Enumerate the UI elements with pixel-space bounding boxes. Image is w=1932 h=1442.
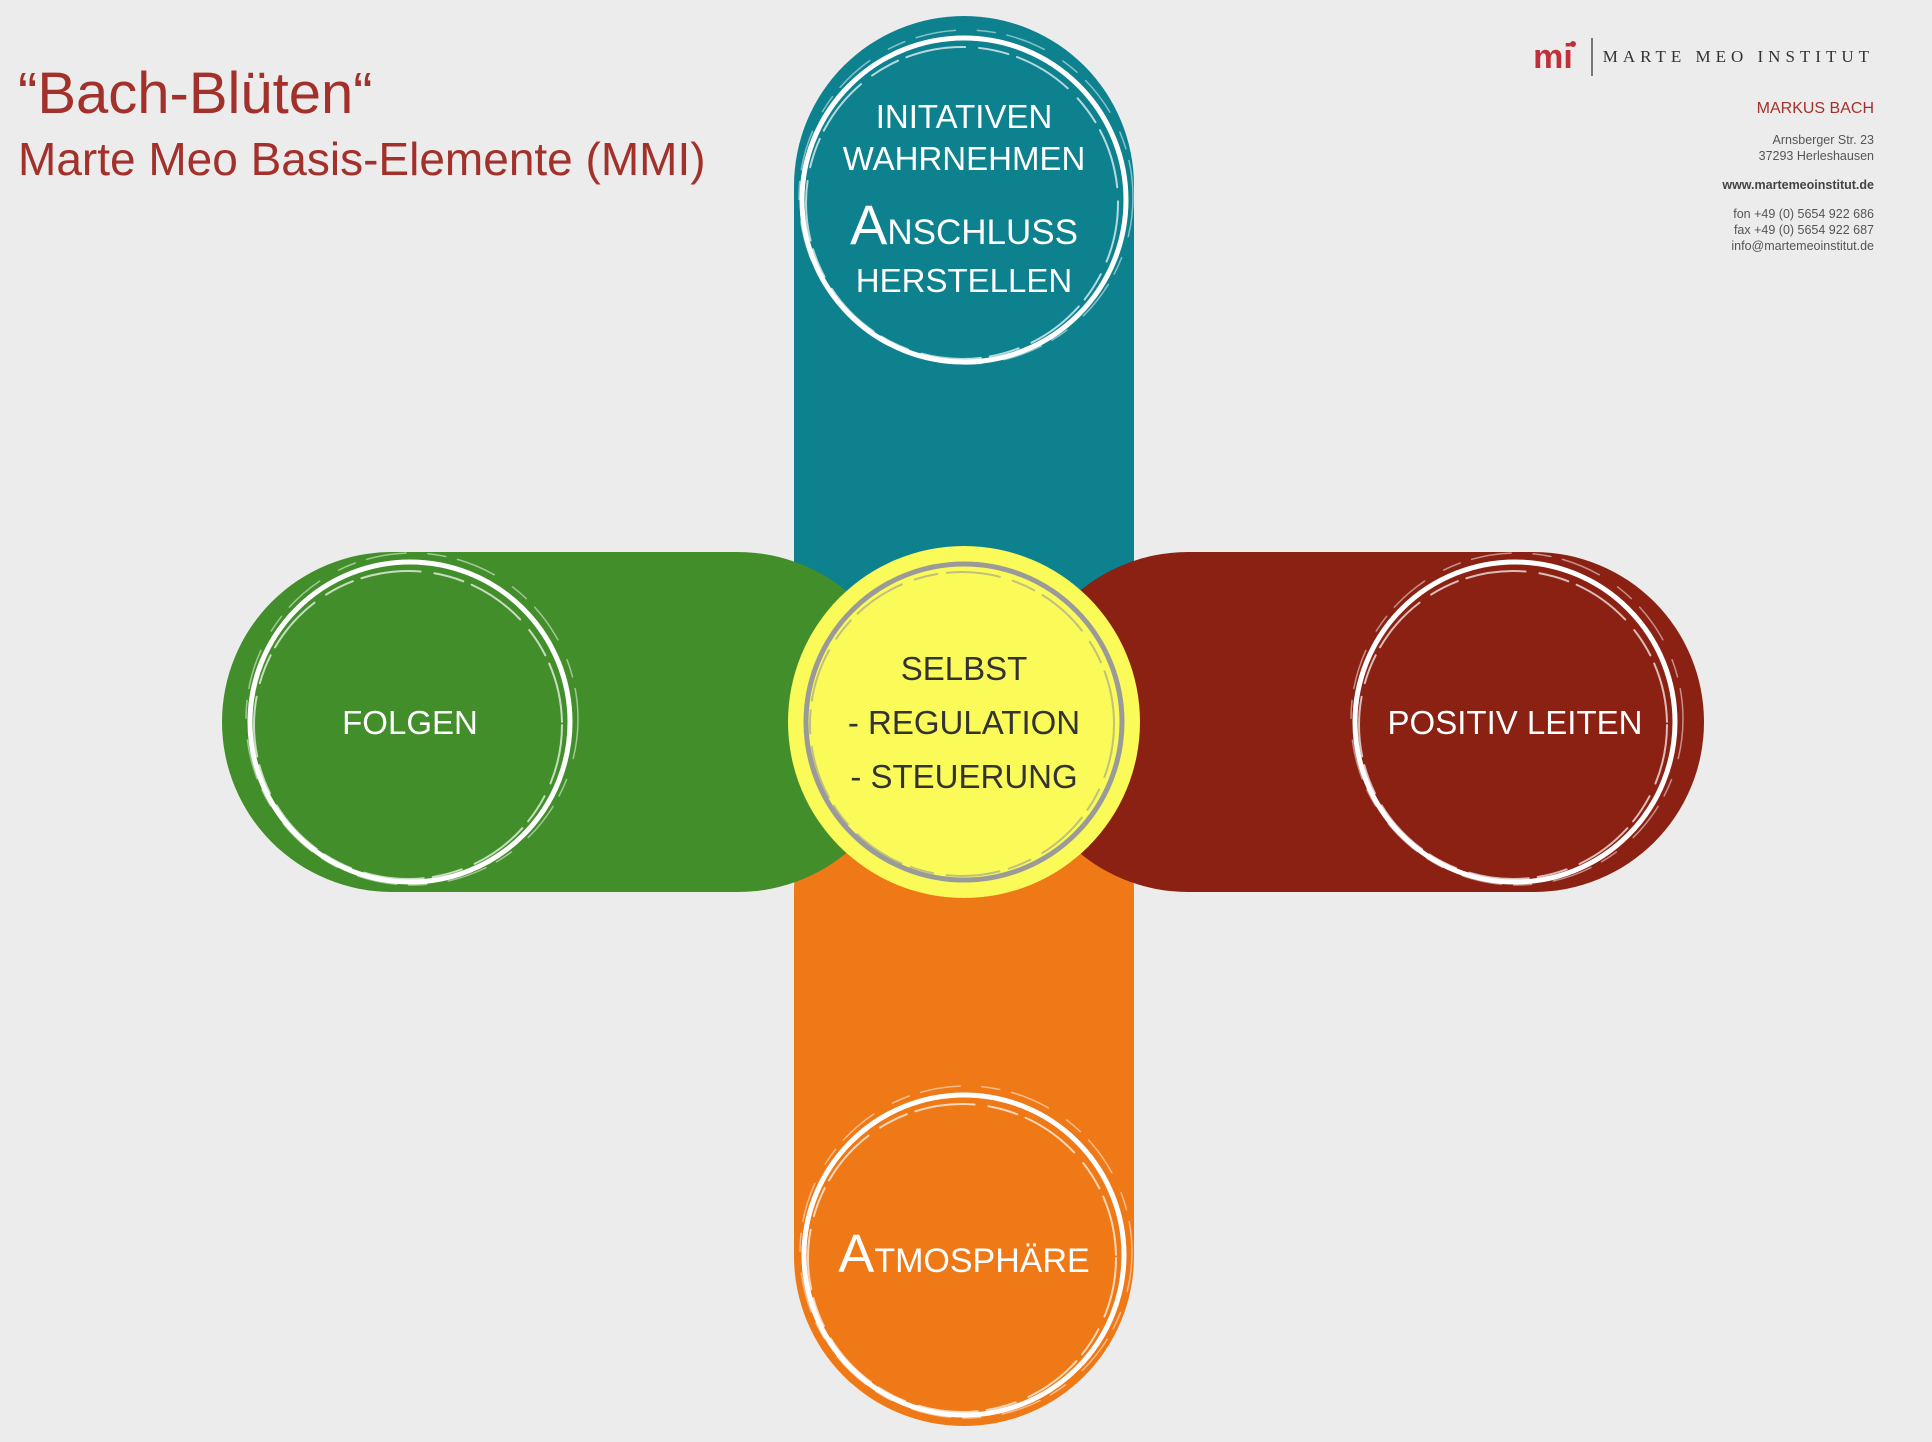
- person-name: MARKUS BACH: [1756, 100, 1874, 117]
- center-line3: - STEUERUNG: [850, 758, 1077, 795]
- top-line3: ANSCHLUSS: [850, 193, 1078, 256]
- center-ring: [803, 561, 1125, 883]
- center-line2: - REGULATION: [848, 704, 1080, 741]
- logo-text: MARTE MEO INSTITUT: [1602, 47, 1874, 66]
- address: Arnsberger Str. 23 37293 Herleshausen: [1454, 132, 1874, 164]
- bottom-rest: TMOSPHÄRE: [874, 1242, 1089, 1280]
- mi-logo-icon: mi: [1533, 38, 1576, 76]
- fax-number: fax +49 (0) 5654 922 687: [1733, 223, 1874, 237]
- email-link[interactable]: info@martemeoinstitut.de: [1731, 239, 1874, 253]
- bottom-label: ATMOSPHÄRE: [838, 1224, 1089, 1284]
- right-label: POSITIV LEITEN: [1388, 704, 1643, 741]
- top-line4: HERSTELLEN: [856, 262, 1072, 299]
- website-link[interactable]: www.martemeoinstitut.de: [1722, 178, 1874, 192]
- ring-bottom: [799, 1085, 1133, 1419]
- page-title: “Bach-Blüten“: [18, 61, 373, 126]
- bottom-initial: A: [838, 1224, 874, 1284]
- logo-letters: mi: [1533, 38, 1573, 76]
- top-line3-rest: NSCHLUSS: [887, 213, 1078, 252]
- address-city: 37293 Herleshausen: [1758, 149, 1874, 163]
- address-street: Arnsberger Str. 23: [1772, 133, 1874, 147]
- page-subtitle: Marte Meo Basis-Elemente (MMI): [18, 133, 706, 185]
- institute-logo: mi MARTE MEO INSTITUT: [1454, 38, 1874, 76]
- pill-bottom: [794, 722, 1134, 1426]
- pill-right: [1018, 552, 1704, 892]
- ring-left: [245, 552, 579, 886]
- left-label: FOLGEN: [342, 704, 478, 741]
- top-line3-initial: A: [850, 193, 888, 256]
- center-line1: SELBST: [901, 650, 1028, 687]
- contact-info: fon +49 (0) 5654 922 686 fax +49 (0) 565…: [1454, 206, 1874, 254]
- pill-top: [794, 16, 1134, 736]
- ring-right: [1350, 552, 1684, 886]
- logo-divider: [1590, 38, 1593, 76]
- top-line1: INITATIVEN: [876, 98, 1053, 135]
- institute-header: mi MARTE MEO INSTITUT MARKUS BACH Arnsbe…: [1454, 38, 1874, 254]
- phone-number: fon +49 (0) 5654 922 686: [1733, 207, 1874, 221]
- top-line2: WAHRNEHMEN: [843, 140, 1086, 177]
- ring-top: [798, 29, 1134, 365]
- center-circle: [788, 546, 1140, 898]
- pill-left: [222, 552, 908, 892]
- title-block: “Bach-Blüten“ Marte Meo Basis-Elemente (…: [18, 58, 706, 188]
